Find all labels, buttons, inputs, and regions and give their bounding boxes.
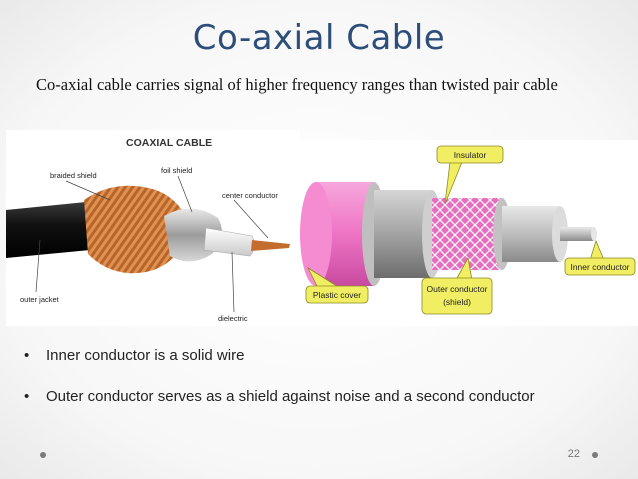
shield-label: (shield): [443, 297, 471, 307]
outer-conductor-shield: [432, 198, 502, 270]
footer-right-dot: [592, 452, 598, 458]
bullet-item: • Outer conductor serves as a shield aga…: [24, 387, 584, 406]
coaxial-cable-photo: COAXIAL CABLE braided shield foil shield…: [6, 130, 300, 326]
inner-conductor: [560, 227, 594, 241]
bullet-text: Outer conductor serves as a shield again…: [46, 388, 535, 405]
inner-conductor-label: Inner conductor: [570, 262, 629, 272]
center-conductor-label: center conductor: [222, 191, 278, 200]
bullet-item: • Inner conductor is a solid wire: [24, 346, 584, 365]
braided-shield: [84, 185, 192, 274]
outer-conductor-label: Outer conductor: [427, 284, 488, 294]
plastic-cover-label: Plastic cover: [313, 290, 361, 300]
footer-left-dot: [40, 452, 46, 458]
dielectric-label: dielectric: [218, 314, 248, 323]
insulator-label: Insulator: [454, 150, 487, 160]
braided-shield-label: braided shield: [50, 171, 97, 180]
page-number: 22: [567, 448, 580, 460]
bullet-list: • Inner conductor is a solid wire • Oute…: [24, 346, 584, 406]
left-image-heading: COAXIAL CABLE: [126, 137, 212, 149]
outer-jacket-label: outer jacket: [20, 295, 60, 304]
center-conductor: [251, 240, 290, 251]
slide-title: Co-axial Cable: [192, 18, 446, 58]
bullet-dot-icon: •: [24, 347, 30, 364]
slide-subtitle: Co-axial cable carries signal of higher …: [36, 75, 558, 94]
coaxial-cable-diagram: Insulator Inner conductor Outer conducto…: [300, 140, 638, 326]
foil-shield-label: foil shield: [161, 166, 192, 175]
bullet-text: Inner conductor is a solid wire: [46, 347, 245, 364]
bullet-dot-icon: •: [24, 388, 30, 405]
